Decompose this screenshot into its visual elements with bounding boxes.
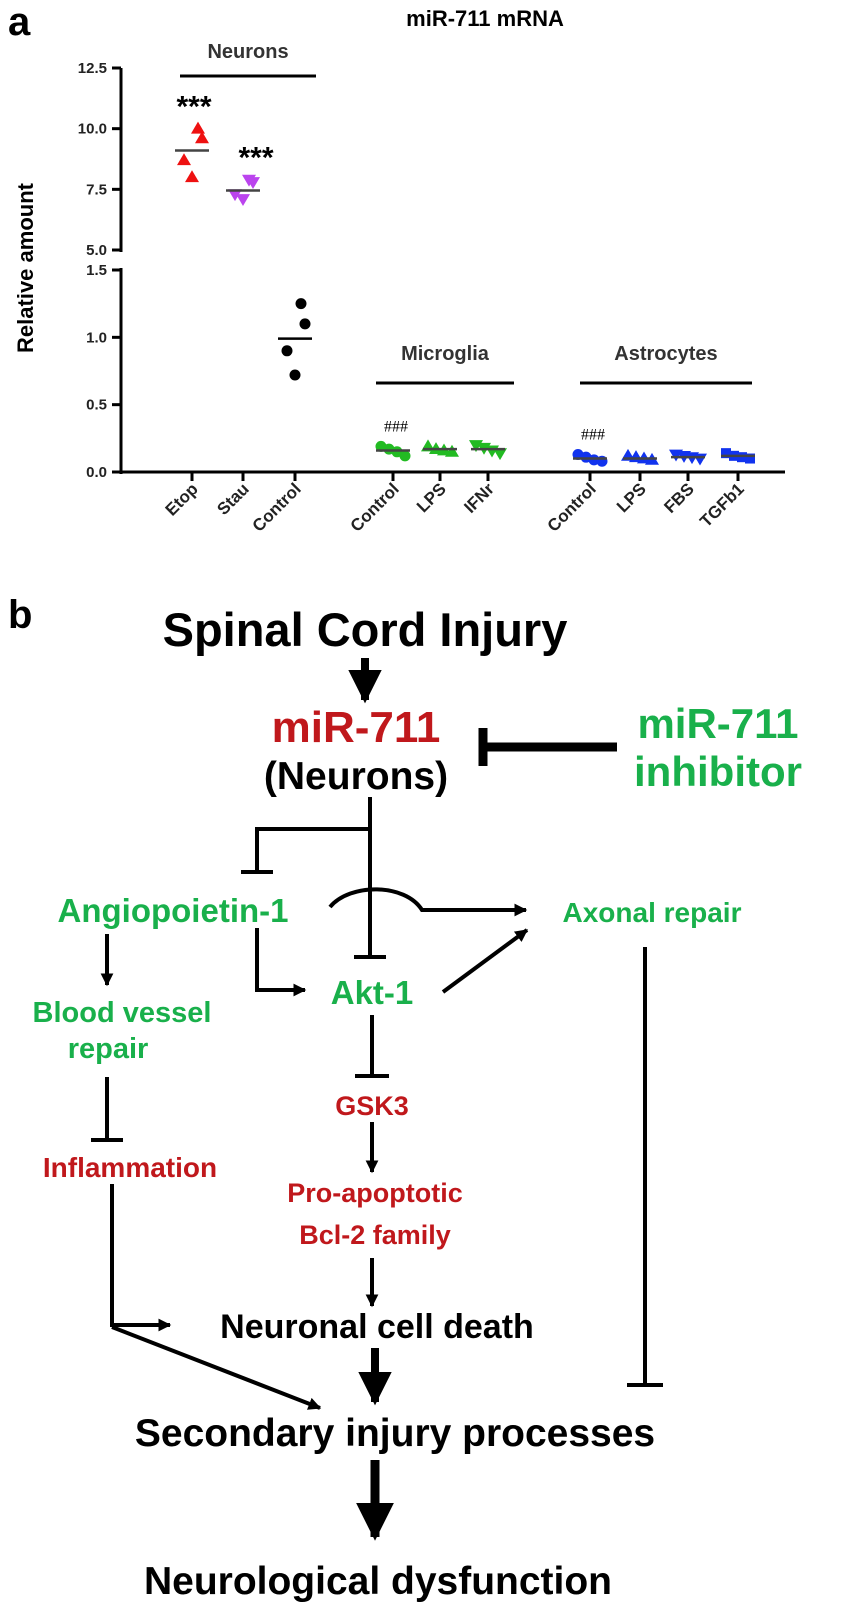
node-proapoptotic-line-1: Pro-apoptotic: [287, 1178, 463, 1208]
node-inhibitor-line-2: inhibitor: [634, 748, 802, 795]
y-tick-label-lower: 0.0: [86, 464, 107, 481]
scatter-chart: a miR-711 mRNA Relative amount 5.0 7.5 10.…: [8, 0, 785, 536]
node-secondary-injury: Secondary injury processes: [135, 1412, 655, 1455]
node-spinal-cord-injury: Spinal Cord Injury: [163, 603, 568, 656]
significance-label: ###: [581, 426, 605, 443]
node-akt-1: Akt-1: [331, 974, 414, 1011]
node-blood-vessel-line-2: repair: [68, 1033, 149, 1065]
pathway-diagram: b: [8, 593, 802, 1603]
x-tick-label: LPS: [613, 479, 650, 516]
x-tick-label: Control: [544, 479, 600, 535]
y-tick-label-lower: 0.5: [86, 397, 107, 414]
data-point: [737, 452, 747, 463]
data-point: [721, 448, 731, 459]
chart-ticks: 5.0 7.5 10.0 12.5 0.0 0.5 1.0 1.5: [78, 60, 121, 481]
data-point: [246, 177, 260, 190]
inhibit-line-mir-to-ang: [255, 827, 370, 872]
data-point: [191, 121, 205, 134]
node-angiopoietin-1: Angiopoietin-1: [58, 892, 289, 929]
data-point: [299, 318, 311, 330]
arrow-ang-to-akt: [255, 928, 307, 997]
chart-points: *** *** ### ###: [175, 91, 755, 467]
arrow-inflam-to-secondary: [111, 1325, 322, 1410]
node-mir711: miR-711: [272, 703, 441, 752]
significance-label: ***: [176, 91, 211, 124]
data-point: [693, 453, 707, 466]
arrow-akt-to-axonal: [441, 928, 529, 994]
group-label-microglia: Microglia: [401, 343, 490, 365]
node-axonal-repair: Axonal repair: [563, 897, 742, 928]
data-point: [185, 170, 199, 183]
x-tick-label: Control: [347, 479, 403, 535]
y-tick-label-lower: 1.5: [86, 262, 107, 279]
data-point: [177, 153, 191, 166]
x-tick-label: Etop: [162, 479, 202, 519]
data-point: [289, 369, 301, 381]
data-point: [399, 450, 411, 462]
group-label-astrocytes: Astrocytes: [614, 343, 717, 365]
diagram-connectors: [91, 658, 663, 1541]
y-tick-label-lower: 1.0: [86, 329, 107, 346]
data-point: [195, 131, 209, 144]
arrow-ang-to-axonal: [328, 887, 528, 917]
y-tick-label-upper: 7.5: [86, 181, 107, 198]
data-point: [236, 194, 250, 207]
x-tick-label: LPS: [413, 479, 450, 516]
node-inflammation: Inflammation: [43, 1152, 217, 1183]
panel-letter-b: b: [8, 593, 32, 637]
x-tick-label: IFNr: [460, 479, 498, 517]
y-tick-label-upper: 12.5: [78, 60, 107, 77]
group-label-neurons: Neurons: [207, 41, 288, 63]
node-blood-vessel-line-1: Blood vessel: [33, 997, 212, 1029]
x-tick-label: Stau: [213, 479, 252, 518]
y-axis-label: Relative amount: [13, 182, 38, 353]
data-point: [228, 189, 242, 202]
node-inhibitor-line-1: miR-711: [637, 700, 798, 747]
node-neurological-dysfunction: Neurological dysfunction: [144, 1560, 612, 1603]
x-tick-label: FBS: [660, 479, 697, 516]
node-neurons: (Neurons): [264, 755, 448, 798]
x-tick-label: TGFb1: [696, 479, 748, 531]
data-point: [445, 444, 459, 457]
node-gsk3: GSK3: [335, 1091, 409, 1121]
chart-title: miR-711 mRNA: [406, 6, 564, 31]
data-point: [493, 448, 507, 461]
significance-label: ###: [384, 418, 408, 435]
y-tick-label-upper: 10.0: [78, 121, 107, 138]
panel-letter-a: a: [8, 0, 31, 44]
data-point: [281, 345, 293, 357]
node-proapoptotic-line-2: Bcl-2 family: [299, 1220, 451, 1250]
y-tick-label-upper: 5.0: [86, 242, 107, 259]
chart-axes: [119, 68, 785, 474]
data-point: [295, 298, 307, 310]
significance-label: ***: [238, 142, 273, 175]
data-point: [745, 453, 755, 464]
node-neuronal-cell-death: Neuronal cell death: [220, 1308, 534, 1346]
x-tick-label: Control: [249, 479, 305, 535]
